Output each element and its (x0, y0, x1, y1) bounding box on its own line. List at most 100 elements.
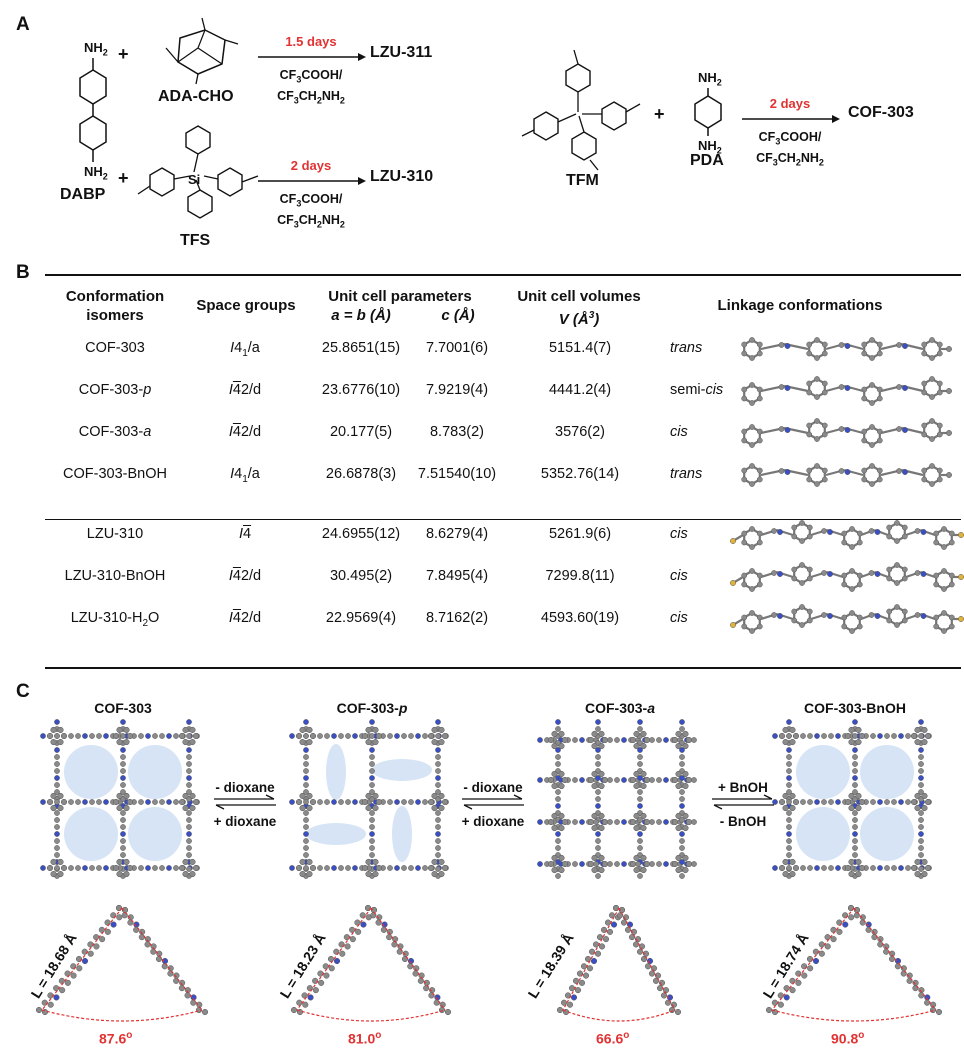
row-1-volume: 4441.2(4) (548, 382, 612, 398)
panel-c-letter: C (16, 681, 30, 702)
row-1-name: COF-303-p (78, 382, 152, 398)
row-0-conformation: trans (670, 340, 703, 356)
tfs-si-label: Si (188, 172, 201, 187)
row-1-linkage-model (741, 376, 952, 406)
pda-nh2-top: NH2 (698, 70, 722, 88)
header-linkage: Linkage conformations (717, 297, 883, 314)
row-3-space-group: I41/a (230, 466, 260, 485)
row-3-volume: 5352.76(14) (540, 466, 620, 482)
row-3-c: 7.51540(10) (417, 466, 497, 482)
row-5-c: 7.8495(4) (425, 568, 489, 584)
row-2-name: COF-303-a (78, 424, 152, 440)
c-title-3: COF-303-BnOH (804, 700, 906, 716)
pda-label: PDA (690, 152, 724, 169)
equilibrium-arrow-2: + BnOH - BnOH (708, 780, 778, 829)
reaction-1-cond2: CF3CH2NH2 (277, 88, 345, 106)
plus-2: + (118, 168, 129, 188)
row-2-space-group: I42/d (228, 424, 262, 440)
reaction-1-cond1: CF3COOH/ (279, 68, 343, 85)
row-2-conformation: cis (670, 424, 688, 440)
row-6-ab: 22.9569(4) (325, 610, 397, 626)
row-4-ab: 24.6955(12) (321, 526, 401, 542)
row-5-linkage-model (730, 562, 964, 592)
reaction-3-cond1: CF3COOH/ (758, 130, 822, 147)
pda-structure: NH2 NH2 (686, 70, 736, 160)
row-5-volume: 7299.8(11) (545, 568, 615, 584)
header-isomers-line1: Conformation (65, 288, 165, 305)
row-4-conformation: cis (670, 526, 688, 542)
header-space-groups: Space groups (196, 297, 296, 314)
tfs-structure (137, 125, 259, 219)
row-1-space-group: I42/d (228, 382, 262, 398)
row-3-ab: 26.6878(3) (325, 466, 397, 482)
framework-0 (40, 719, 200, 879)
reaction-2-cond1: CF3COOH/ (279, 192, 343, 209)
equilibrium-arrows-icon (214, 794, 276, 810)
row-1-ab: 23.6776(10) (321, 382, 401, 398)
row-4-linkage-model (730, 520, 964, 550)
table-top-rule (45, 274, 961, 276)
reaction-2-product: LZU-310 (370, 168, 434, 185)
row-4-space-group: I4 (238, 526, 252, 542)
angle-diagram-2 (556, 904, 682, 1022)
equilibrium-arrow-1: - dioxane + dioxane (458, 780, 528, 829)
angle-value-2: 66.6o (596, 1030, 630, 1047)
row-6-name: LZU-310-H2O (70, 610, 160, 629)
dabp-nh2-bottom: NH2 (84, 164, 108, 182)
row-4-volume: 5261.9(6) (548, 526, 612, 542)
angle-diagram-3 (765, 904, 943, 1022)
dabp-nh2-top: NH2 (84, 40, 108, 58)
row-6-c: 8.7162(2) (425, 610, 489, 626)
reaction-3-days: 2 days (769, 96, 811, 111)
row-2-ab: 20.177(5) (329, 424, 393, 440)
equilibrium-bottom-label-2: - BnOH (719, 814, 767, 829)
row-3-linkage-model (741, 463, 952, 487)
header-unit-cell-params: Unit cell parameters (328, 288, 472, 305)
row-5-ab: 30.495(2) (329, 568, 393, 584)
reaction-3: 2 days CF3COOH/ CF3CH2NH2 (740, 96, 840, 170)
row-4-name: LZU-310 (86, 526, 144, 542)
tfm-label: TFM (566, 172, 599, 189)
row-4-c: 8.6279(4) (425, 526, 489, 542)
reaction-3-product: COF-303 (848, 104, 914, 121)
tfs-label: TFS (180, 232, 211, 249)
row-6-space-group: I42/d (228, 610, 262, 626)
angle-value-3: 90.8o (831, 1030, 865, 1047)
table-mid-rule (45, 519, 961, 521)
panel-b-letter: B (16, 262, 30, 283)
equilibrium-top-label-2: + BnOH (718, 780, 768, 795)
equilibrium-bottom-label-1: + dioxane (461, 814, 525, 829)
row-2-linkage-model (741, 418, 952, 448)
table-bottom-rule (45, 667, 961, 669)
row-0-name: COF-303 (85, 340, 145, 356)
reaction-2-arrow (258, 177, 366, 185)
header-isomers: Conformation isomers (50, 287, 180, 325)
row-0-volume: 5151.4(7) (548, 340, 612, 356)
pda-skeleton (694, 88, 722, 136)
ada-cho-structure (165, 17, 239, 85)
reaction-1-days: 1.5 days (285, 34, 337, 49)
row-5-name: LZU-310-BnOH (64, 568, 166, 584)
header-c: c (Å) (441, 307, 475, 324)
angle-value-0: 87.6o (99, 1030, 133, 1047)
c-title-2: COF-303-a (584, 700, 656, 716)
row-0-ab: 25.8651(15) (321, 340, 401, 356)
angle-diagram-1 (290, 904, 452, 1022)
reaction-3-arrow (742, 115, 840, 123)
equilibrium-arrows-icon (462, 794, 524, 810)
ada-cho-label: ADA-CHO (158, 88, 234, 105)
row-5-conformation: cis (670, 568, 688, 584)
reaction-3-cond2: CF3CH2NH2 (756, 150, 824, 168)
framework-1 (289, 719, 449, 879)
row-3-name: COF-303-BnOH (63, 466, 167, 482)
reaction-2: 2 days CF3COOH/ CF3CH2NH2 (256, 158, 366, 232)
tfm-structure (521, 49, 641, 171)
header-volumes-line1: Unit cell volumes (517, 288, 641, 305)
row-0-linkage-model (741, 337, 952, 361)
reaction-2-days: 2 days (290, 158, 332, 173)
panel-a-letter: A (16, 14, 30, 35)
dabp-label: DABP (60, 186, 106, 203)
c-title-0: COF-303 (94, 700, 152, 716)
row-6-linkage-model (730, 604, 964, 634)
dabp-structure: NH2 NH2 (58, 40, 128, 200)
